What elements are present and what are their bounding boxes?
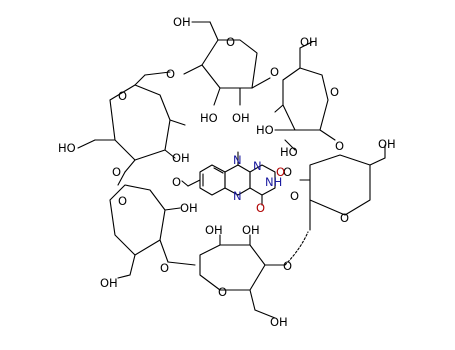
flavin-core bbox=[181, 151, 276, 206]
label-n: N bbox=[233, 189, 242, 203]
label-oh: OH bbox=[242, 223, 260, 237]
label-oh: OH bbox=[172, 151, 190, 165]
label-o: O bbox=[118, 194, 127, 208]
label-o: O bbox=[290, 189, 299, 203]
label-nh: NH bbox=[265, 175, 282, 189]
label-o: O bbox=[335, 139, 344, 153]
label-n: N bbox=[233, 153, 242, 167]
label-o: O bbox=[160, 261, 169, 275]
label-o: O bbox=[276, 165, 285, 179]
label-o: O bbox=[340, 211, 349, 225]
label-o: O bbox=[118, 89, 127, 103]
label-ho: HO bbox=[256, 123, 274, 137]
label-ho: HO bbox=[280, 145, 298, 159]
label-o: O bbox=[270, 65, 279, 79]
label-o: O bbox=[330, 85, 339, 99]
label-o: O bbox=[283, 165, 292, 179]
label-oh: OH bbox=[300, 35, 318, 49]
atom-labels: OH O O O HO OH OH O HO HO O OH O O O OH … bbox=[58, 15, 396, 329]
label-o: O bbox=[166, 67, 175, 81]
label-oh: OH bbox=[100, 276, 118, 290]
label-oh: OH bbox=[232, 111, 250, 125]
label-oh: OH bbox=[378, 137, 396, 151]
glucose-ring-bottom-right bbox=[199, 231, 309, 319]
glucose-ring-upper-right bbox=[274, 41, 336, 151]
label-o: O bbox=[218, 285, 227, 299]
glucose-ring-left bbox=[77, 71, 186, 186]
label-oh: OH bbox=[270, 315, 288, 329]
label-o: O bbox=[226, 35, 235, 49]
label-o: O bbox=[256, 201, 265, 215]
label-ho: HO bbox=[58, 141, 76, 155]
label-o: O bbox=[172, 175, 181, 189]
glucose-ring-top bbox=[183, 21, 271, 106]
label-o: O bbox=[112, 165, 121, 179]
label-o: O bbox=[283, 259, 292, 273]
label-ho: HO bbox=[200, 111, 218, 125]
label-oh: OH bbox=[180, 201, 198, 215]
label-n: N bbox=[253, 159, 262, 173]
label-oh: OH bbox=[205, 223, 223, 237]
glucose-ring-right bbox=[299, 144, 386, 231]
glucose-ring-bottom-left bbox=[109, 184, 196, 279]
label-oh: OH bbox=[173, 15, 191, 29]
